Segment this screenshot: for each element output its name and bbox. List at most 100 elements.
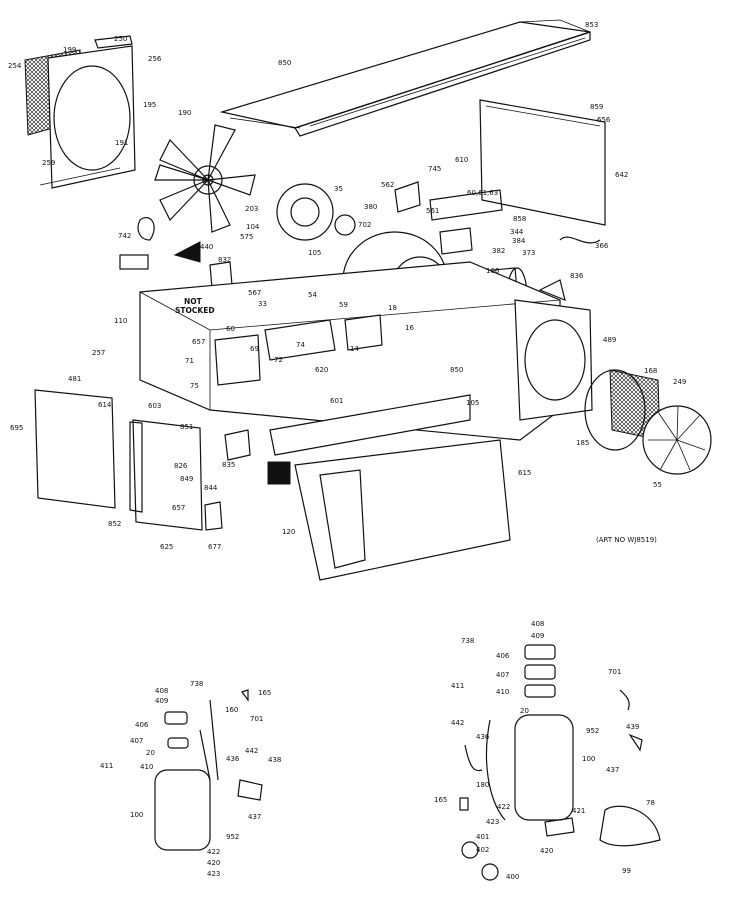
label-55: 55 (653, 481, 662, 489)
label-a952: 952 (226, 833, 240, 841)
label-620: 620 (315, 366, 329, 374)
not-stocked-line-2: STOCKED (175, 306, 215, 315)
side-panel (479, 99, 606, 226)
label-105b: 105 (466, 399, 480, 407)
label-a411: 411 (100, 762, 114, 770)
label-a701: 701 (250, 715, 264, 723)
label-120: 120 (282, 528, 296, 536)
art-number: (ART NO WJ8519) (596, 536, 657, 544)
label-199: 199 (63, 46, 77, 54)
label-851: 851 (180, 423, 194, 431)
label-849: 849 (180, 475, 194, 483)
label-380: 380 (364, 203, 378, 211)
label-b408: 408 (531, 620, 545, 628)
label-257: 257 (92, 349, 106, 357)
label-b180: 180 (476, 781, 490, 789)
label-74: 74 (296, 341, 305, 349)
label-18: 18 (388, 304, 397, 312)
label-191: 191 (115, 139, 129, 147)
label-642: 642 (615, 171, 629, 179)
label-489: 489 (603, 336, 617, 344)
label-b423: 423 (486, 818, 500, 826)
label-858: 858 (513, 215, 527, 223)
label-105: 105 (308, 249, 322, 257)
label-14: 14 (350, 345, 359, 353)
label-a406: 406 (135, 721, 149, 729)
label-203: 203 (245, 205, 259, 213)
label-259: 259 (42, 159, 56, 167)
label-b421: 421 (572, 807, 586, 815)
label-b20: 20 (520, 707, 529, 715)
label-b437: 437 (606, 766, 620, 774)
label-b410: 410 (496, 688, 510, 696)
label-561: 561 (426, 207, 440, 215)
label-b411: 411 (451, 682, 465, 690)
label-b409: 409 (531, 632, 545, 640)
label-a165: 165 (258, 689, 272, 697)
label-b436: 436 (476, 733, 490, 741)
label-b952: 952 (586, 727, 600, 735)
label-850b: 850 (450, 366, 464, 374)
label-a409: 409 (155, 697, 169, 705)
label-254: 254 (8, 62, 22, 70)
label-b439: 439 (626, 723, 640, 731)
front-panels (267, 394, 511, 581)
label-195: 195 (143, 101, 157, 109)
label-54: 54 (308, 291, 317, 299)
label-a438: 438 (268, 756, 282, 764)
label-b165: 165 (434, 796, 448, 804)
label-657: 657 (192, 338, 206, 346)
not-stocked-line-1: NOT (184, 297, 202, 306)
label-615: 615 (518, 469, 532, 477)
label-a407: 407 (130, 737, 144, 745)
label-b407: 407 (496, 671, 510, 679)
compressor-assembly-right (459, 644, 661, 881)
label-603: 603 (148, 402, 162, 410)
label-610: 610 (455, 156, 469, 164)
label-852: 852 (108, 520, 122, 528)
end-panel (514, 299, 712, 475)
label-a20: 20 (146, 749, 155, 757)
label-859: 859 (590, 103, 604, 111)
label-832: 832 (218, 256, 232, 264)
label-a437: 437 (248, 813, 262, 821)
label-b701: 701 (608, 668, 622, 676)
label-a100: 100 (130, 811, 144, 819)
label-b400: 400 (506, 873, 520, 881)
label-33: 33 (258, 300, 267, 308)
label-853: 853 (585, 21, 599, 29)
label-625: 625 (160, 543, 174, 551)
label-a442: 442 (245, 747, 259, 755)
label-656: 656 (597, 116, 611, 124)
label-250: 250 (114, 35, 128, 43)
label-35: 35 (334, 185, 343, 193)
label-a436: 436 (226, 755, 240, 763)
label-a408: 408 (155, 687, 169, 695)
label-844: 844 (204, 484, 218, 492)
top-cover-part (219, 19, 591, 137)
label-382: 382 (492, 247, 506, 255)
label-826: 826 (174, 462, 188, 470)
label-256: 256 (148, 55, 162, 63)
compressor-assembly-left (154, 689, 263, 851)
label-b420: 420 (540, 847, 554, 855)
label-344: 344 (510, 228, 524, 236)
label-a422: 422 (207, 848, 221, 856)
label-b402: 402 (476, 846, 490, 854)
label-a738: 738 (190, 680, 204, 688)
label-69: 69 (250, 345, 259, 353)
label-a423: 423 (207, 870, 221, 878)
base-chassis (139, 261, 561, 441)
label-850: 850 (278, 59, 292, 67)
label-440: 440 (200, 243, 214, 251)
label-72: 72 (274, 356, 283, 364)
label-562: 562 (381, 181, 395, 189)
label-366: 366 (595, 242, 609, 250)
label-a420: 420 (207, 859, 221, 867)
label-601: 601 (330, 397, 344, 405)
back-grille-panel (24, 35, 136, 189)
label-110: 110 (114, 317, 128, 325)
label-657b: 657 (172, 504, 186, 512)
label-16: 16 (405, 324, 414, 332)
